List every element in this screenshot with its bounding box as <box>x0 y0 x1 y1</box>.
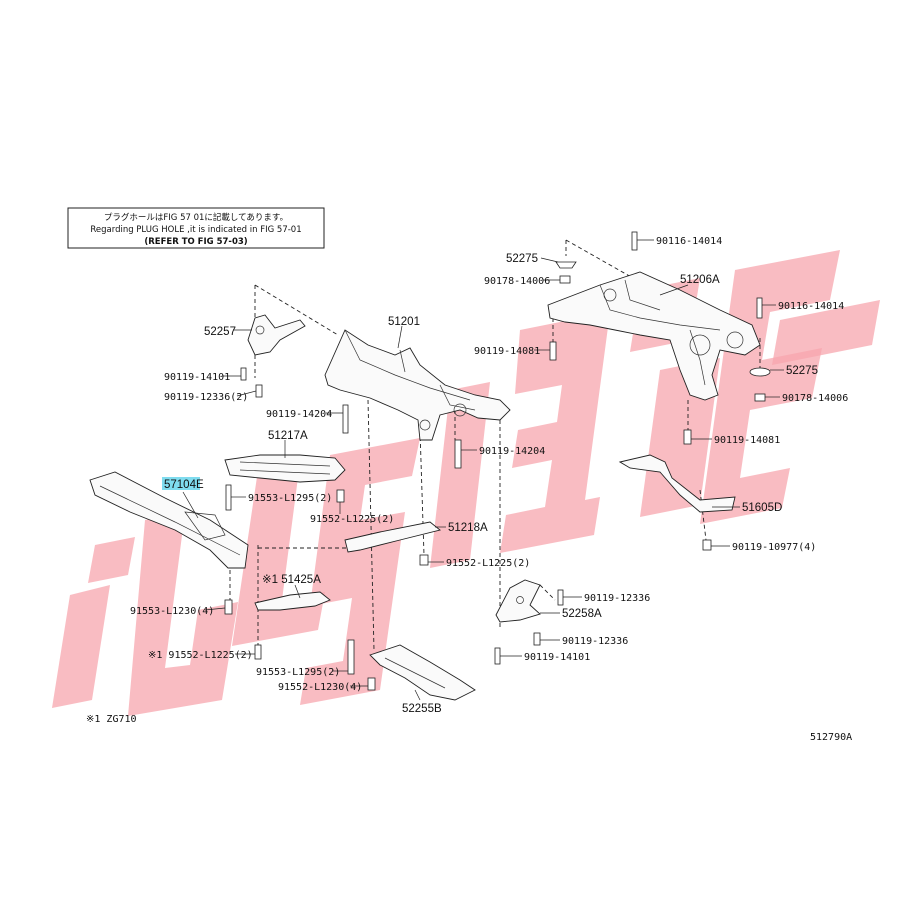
note-line-jp: プラグホールはFIG 57 01に記載してあります。 <box>104 212 288 223</box>
label-90119-14101-left: 90119-14101 <box>164 372 230 383</box>
label-51206A: 51206A <box>680 274 720 286</box>
highlight-57104E <box>162 477 200 490</box>
fasteners <box>224 231 771 691</box>
label-51217A: 51217A <box>268 430 308 442</box>
reference-note: プラグホールはFIG 57 01に記載してあります。 Regarding PLU… <box>67 207 325 249</box>
part-51425A-cover <box>254 591 331 611</box>
part-52257-bracket <box>247 314 306 356</box>
label-57104E: 57104E <box>164 479 204 491</box>
part-labels: 90116-14014 52275 90178-14006 51206A 901… <box>86 236 852 743</box>
label-90119-12336-r1: 90119-12336 <box>584 593 650 604</box>
label-51218A: 51218A <box>448 522 488 534</box>
part-57104E-member <box>89 471 249 569</box>
part-52258A-bracket <box>495 579 541 623</box>
label-90116-14014-top: 90116-14014 <box>656 236 722 247</box>
figure-id: 512790A <box>810 732 852 743</box>
label-91552-L1225-2-mid: 91552-L1225(2) <box>310 514 394 525</box>
part-51605D-bracket <box>618 454 736 513</box>
label-52275-right: 52275 <box>786 365 818 377</box>
label-90116-14014-right: 90116-14014 <box>778 301 844 312</box>
label-90119-12336-r2: 90119-12336 <box>562 636 628 647</box>
label-51605D: 51605D <box>742 502 782 514</box>
label-91552-L1225-2-left: ※1 91552-L1225(2) <box>148 650 253 661</box>
label-90119-14204-right: 90119-14204 <box>479 446 545 457</box>
label-90119-10977-4: 90119-10977(4) <box>732 542 816 553</box>
note-line-en: Regarding PLUG HOLE ,it is indicated in … <box>90 225 301 235</box>
part-52255B-cover <box>369 644 476 701</box>
label-51425A: ※1 51425A <box>262 574 321 586</box>
label-91553-L1295-2-bottom: 91553-L1295(2) <box>256 667 340 678</box>
label-52257: 52257 <box>204 326 236 338</box>
label-52275-top: 52275 <box>506 253 538 265</box>
label-91553-L1295-2-mid: 91553-L1295(2) <box>248 493 332 504</box>
part-51217A-plate <box>224 454 346 483</box>
label-90119-14081-left: 90119-14081 <box>474 346 540 357</box>
label-90178-14006-right: 90178-14006 <box>782 393 848 404</box>
label-91553-L1230-4: 91553-L1230(4) <box>130 606 214 617</box>
label-90119-12336-2-left: 90119-12336(2) <box>164 392 248 403</box>
label-52258A: 52258A <box>562 608 602 620</box>
part-51218A-brace <box>344 521 441 553</box>
label-90119-14101-right: 90119-14101 <box>524 652 590 663</box>
label-91552-L1230-4: 91552-L1230(4) <box>278 682 362 693</box>
leader-lines <box>182 239 784 701</box>
label-51201: 51201 <box>388 316 420 328</box>
part-51206A-rear-crossmember <box>547 271 761 401</box>
label-90119-14204-left: 90119-14204 <box>266 409 332 420</box>
label-90119-14081-right: 90119-14081 <box>714 435 780 446</box>
footnote: ※1 ZG710 <box>86 714 137 725</box>
note-line-ref: (REFER TO FIG 57-03) <box>144 237 247 247</box>
label-90178-14006-top: 90178-14006 <box>484 276 550 287</box>
label-91552-L1225-2-right: 91552-L1225(2) <box>446 558 530 569</box>
part-51201-front-crossmember <box>324 329 511 441</box>
label-52255B: 52255B <box>402 703 442 715</box>
